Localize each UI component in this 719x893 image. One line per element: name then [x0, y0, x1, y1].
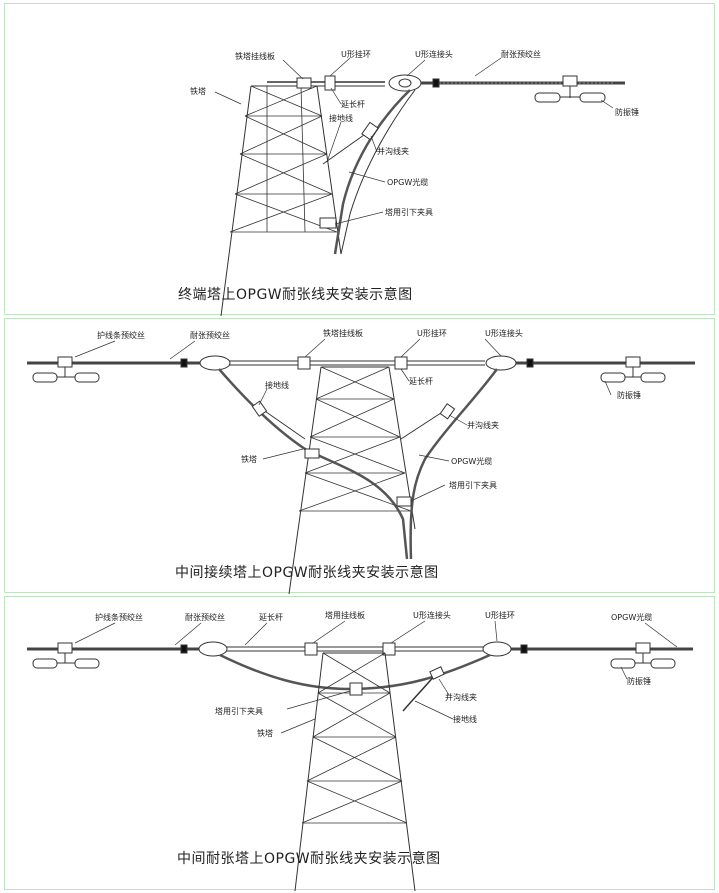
panel-tension-tower: 护线条预绞丝 耐张预绞丝 延长杆 塔用挂线板 U形连接头 U形挂环 OPGW光缆… [4, 596, 715, 891]
label-u-connector: U形连接头 [415, 50, 453, 59]
tension-tower-drawing [27, 620, 693, 891]
label-ground-wire: 接地线 [265, 381, 289, 390]
label-down-clamp: 塔用引下夹具 [449, 481, 497, 490]
label-tower: 铁塔 [190, 87, 206, 96]
tower [220, 85, 342, 316]
label-extension-rod: 延长杆 [341, 100, 365, 109]
damper [32, 356, 100, 383]
caption: 中间接续塔上OPGW耐张线夹安装示意图 [175, 565, 439, 581]
label-tower: 铁塔 [241, 455, 257, 464]
label-down-clamp: 塔用引下夹具 [215, 707, 263, 716]
damper [610, 642, 676, 669]
label-tower: 铁塔 [257, 729, 273, 738]
label-pg-clamp: 并沟线夹 [445, 693, 477, 702]
label-extension-rod: 延长杆 [259, 613, 283, 622]
label-opgw: OPGW光缆 [611, 613, 653, 622]
label-armor-rod: 护线条预绞丝 [97, 331, 145, 340]
label-pg-clamp: 并沟线夹 [467, 421, 499, 430]
label-opgw: OPGW光缆 [387, 178, 429, 187]
terminal-tower-drawing [214, 57, 625, 316]
label-u-ring: U形挂环 [417, 329, 447, 338]
panel-splice-tower: 护线条预绞丝 耐张预绞丝 铁塔挂线板 U形挂环 U形连接头 接地线 延长杆 防振… [4, 318, 715, 594]
label-ground-wire: 接地线 [329, 114, 353, 123]
label-opgw: OPGW光缆 [451, 457, 493, 466]
tower [288, 366, 416, 594]
damper [32, 642, 100, 669]
panel-terminal-tower: 铁塔挂线板 U形挂环 U形连接头 耐张预绞丝 铁塔 延长杆 接地线 并沟线夹 O… [4, 3, 715, 316]
damper [600, 356, 666, 383]
label-tension-rod: 耐张预绞丝 [501, 50, 541, 59]
label-pg-clamp: 并沟线夹 [377, 147, 409, 156]
label-damper: 防振锤 [627, 677, 651, 686]
label-tower-plate: 铁塔挂线板 [235, 52, 275, 61]
label-damper: 防振锤 [617, 391, 641, 400]
damper [534, 75, 606, 103]
label-armor-rod: 护线条预绞丝 [95, 613, 143, 622]
label-u-ring: U形挂环 [341, 50, 371, 59]
caption: 中间耐张塔上OPGW耐张线夹安装示意图 [177, 851, 441, 867]
label-damper: 防振锤 [615, 108, 639, 117]
label-ground-wire: 接地线 [453, 715, 477, 724]
label-tension-rod: 耐张预绞丝 [190, 331, 230, 340]
label-u-connector: U形连接头 [413, 611, 451, 620]
label-extension-rod: 延长杆 [409, 377, 433, 386]
label-down-clamp: 塔用引下夹具 [385, 208, 433, 217]
label-tower-plate: 铁塔挂线板 [323, 329, 363, 338]
caption: 终端塔上OPGW耐张线夹安装示意图 [178, 287, 413, 303]
label-u-connector: U形连接头 [485, 329, 523, 338]
splice-tower-drawing [27, 338, 695, 594]
label-u-ring: U形挂环 [485, 611, 515, 620]
label-tower-plate: 塔用挂线板 [325, 611, 365, 620]
label-tension-rod: 耐张预绞丝 [185, 613, 225, 622]
